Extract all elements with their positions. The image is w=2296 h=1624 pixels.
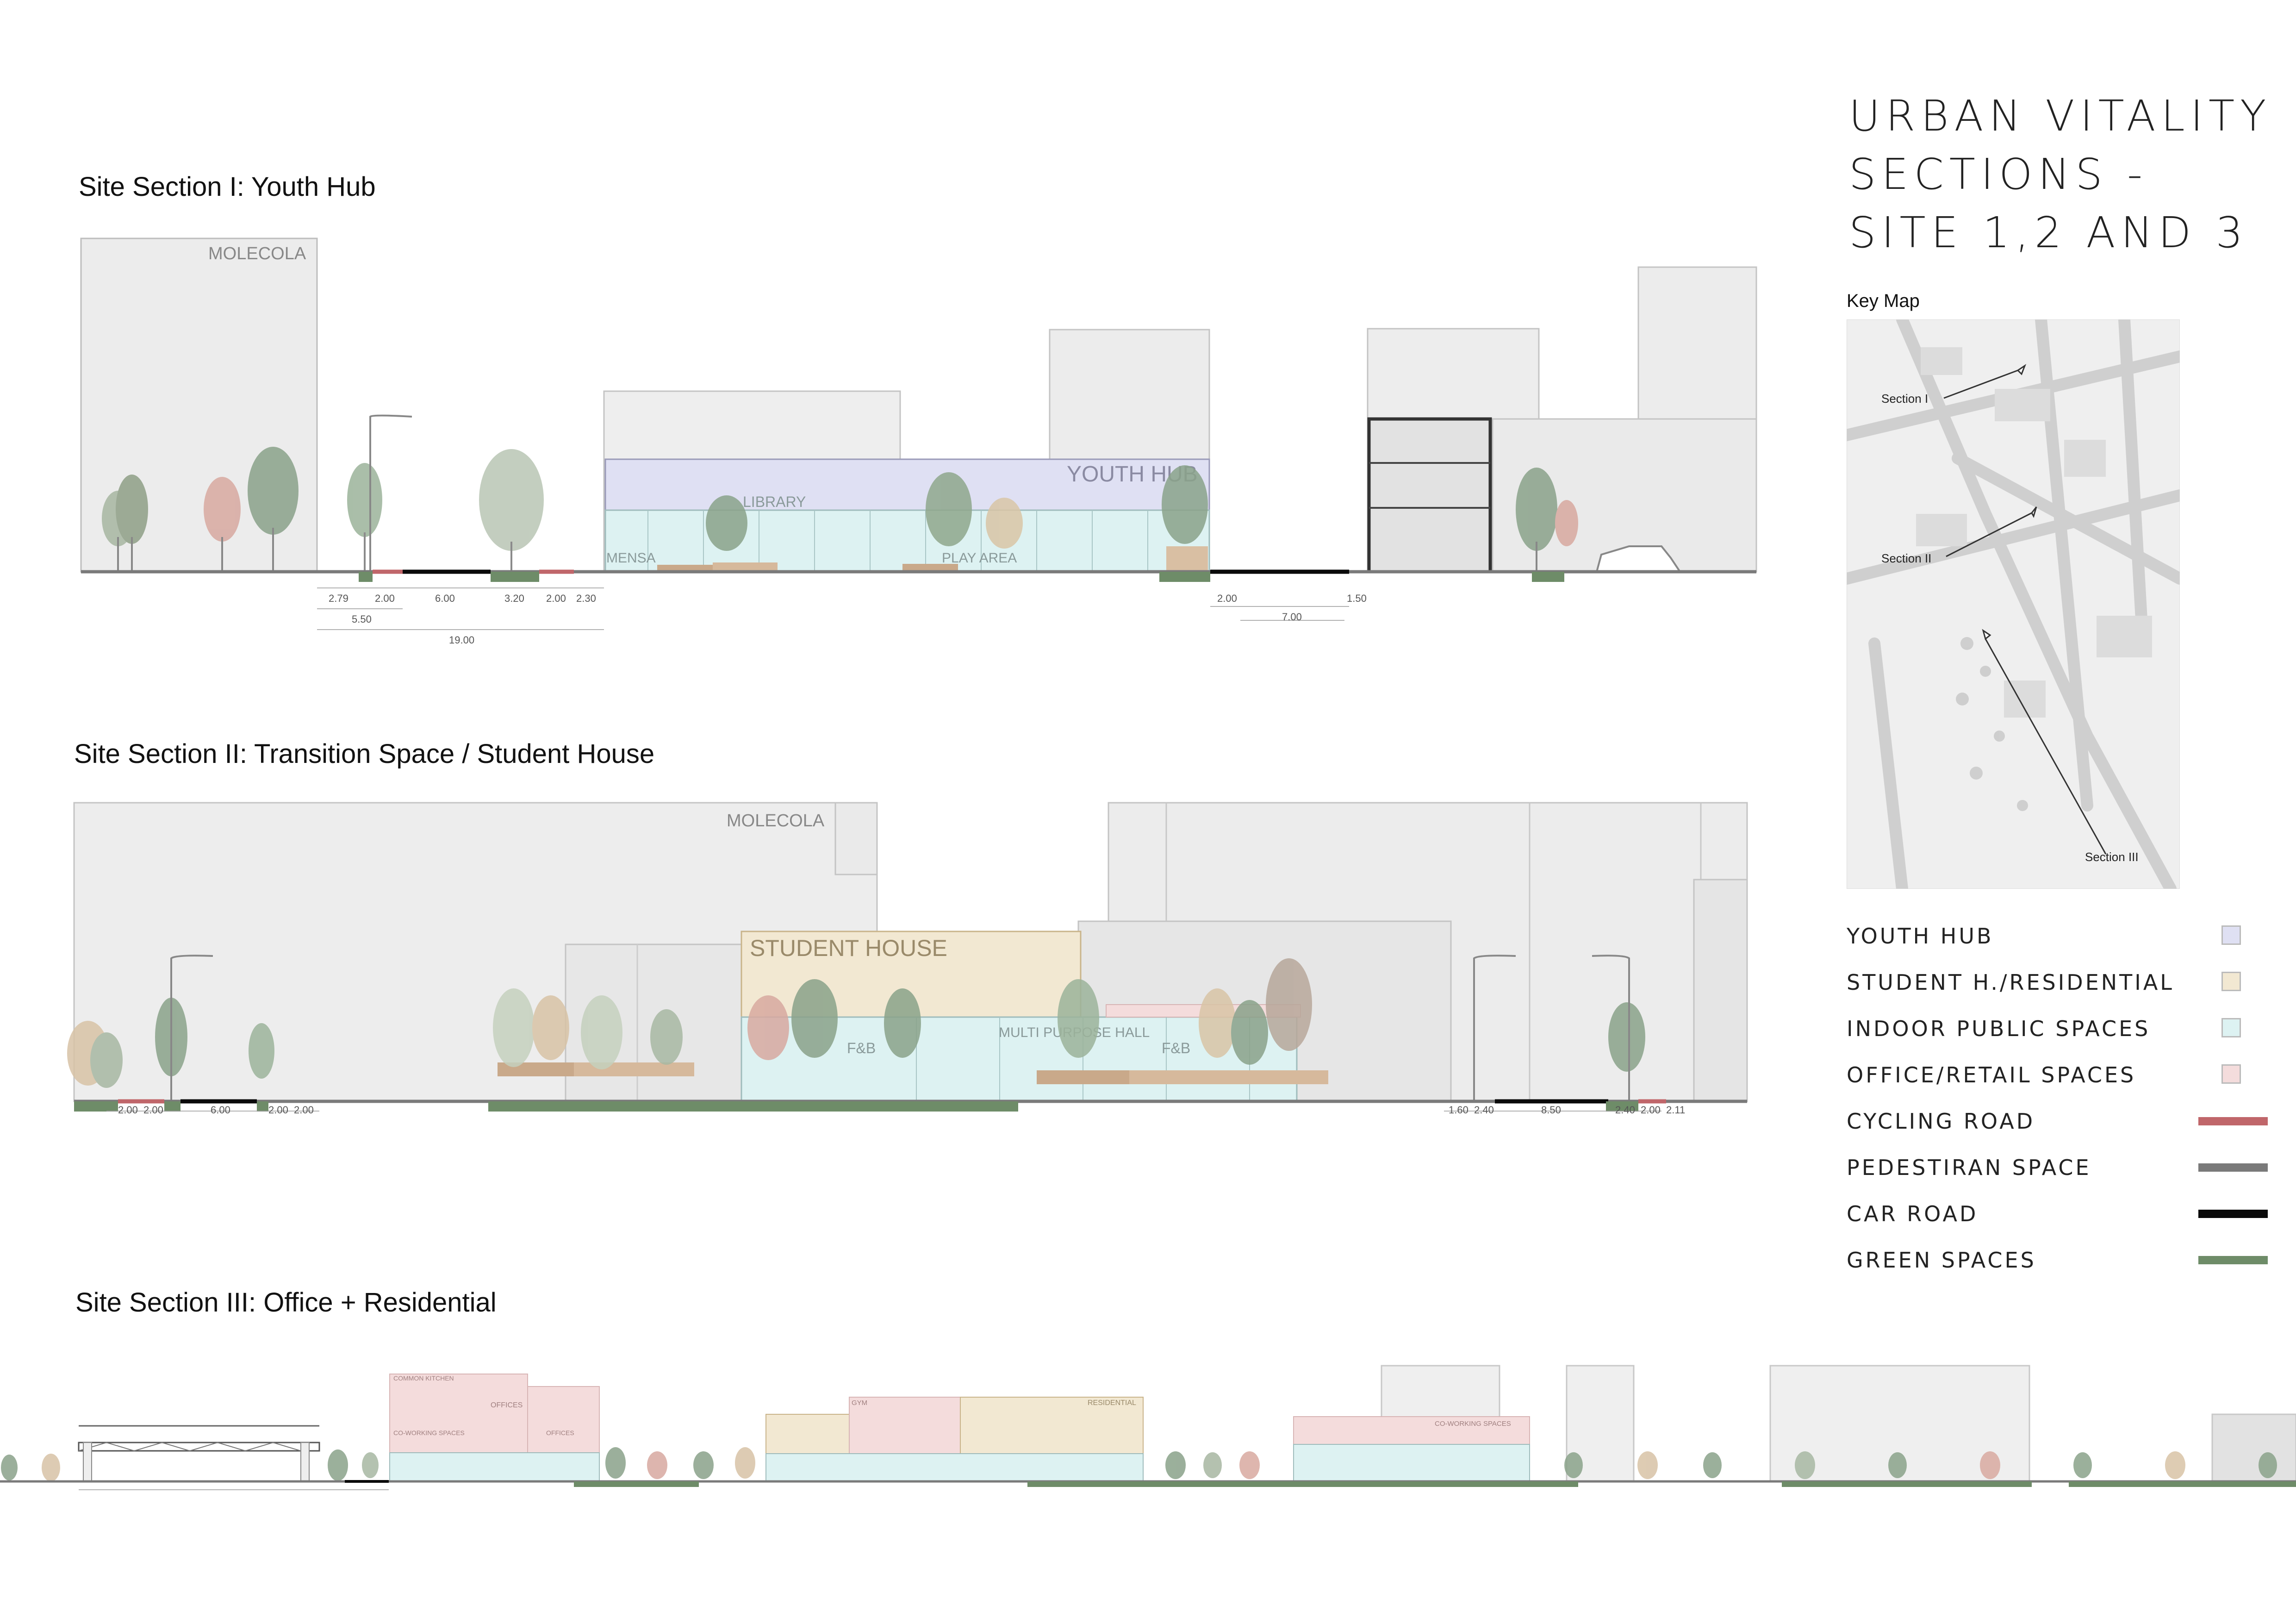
dim-1-1: 2.79 (329, 593, 348, 604)
keymap-title: Key Map (1847, 291, 1920, 311)
dim-2-2: 2.00 (143, 1104, 163, 1116)
dim-2-9: 2.40 (1615, 1104, 1635, 1116)
framed-building (1367, 417, 1492, 574)
keymap-section-3: Section III (2085, 850, 2139, 864)
section-2-drawing: MOLECOLA STUDENT HOUSE F&B MULTI PURPOSE… (67, 802, 1748, 1116)
play-area-label: PLAY AREA (942, 550, 1017, 566)
dim-1-8: 19.00 (449, 634, 474, 646)
legend-item-youth-hub: YOUTH HUB (1847, 924, 2263, 970)
mensa-label: MENSA (606, 550, 656, 566)
legend: YOUTH HUB STUDENT H./RESIDENTIAL INDOOR … (1847, 924, 2268, 1294)
legend-line-cycling-road (2198, 1117, 2268, 1125)
fb-right-label: F&B (1162, 1040, 1190, 1056)
legend-line-pedestrian-space (2198, 1163, 2268, 1172)
legend-item-indoor-public: INDOOR PUBLIC SPACES (1847, 1016, 2263, 1062)
dim-2-7: 2.40 (1474, 1104, 1494, 1116)
offices-bottom-label: OFFICES (546, 1429, 574, 1437)
section-2-title: Site Section II: Transition Space / Stud… (74, 739, 655, 769)
keymap-section-2: Section II (1881, 551, 1931, 565)
youth-hub-upper-volume (604, 458, 1210, 511)
keymap: Section I Section II Section III (1847, 319, 2180, 889)
section-2-molecola-label: MOLECOLA (727, 811, 825, 831)
office-upper (389, 1374, 528, 1453)
dim-1-2: 2.00 (375, 593, 395, 604)
dim-2-10: 2.00 (1641, 1104, 1661, 1116)
co-working-left-label: CO-WORKING SPACES (393, 1429, 465, 1437)
student-house-label: STUDENT HOUSE (750, 935, 947, 961)
dim-2-5: 2.00 (294, 1104, 314, 1116)
dim-2-11: 2.11 (1666, 1104, 1685, 1116)
section-1-drawing: MOLECOLA YOUTH HUB LIBRARY MENSA PLAY AR… (80, 237, 1757, 646)
dim-2-3: 6.00 (211, 1104, 230, 1116)
dim-1-3: 6.00 (435, 593, 455, 604)
gym-volume (849, 1397, 961, 1454)
legend-item-office-retail: OFFICE/RETAIL SPACES (1847, 1062, 2263, 1109)
dim-2-4: 2.00 (268, 1104, 288, 1116)
residential-label: RESIDENTIAL (1088, 1399, 1136, 1407)
main-title: URBAN VITALITY SECTIONS - SITE 1,2 AND 3 (1849, 87, 2271, 262)
main-title-line-2: SECTIONS - (1849, 150, 2148, 199)
keymap-section-1: Section I (1881, 392, 1928, 406)
section-3-title: Site Section III: Office + Residential (75, 1287, 497, 1318)
green-1a (359, 572, 373, 582)
dim-2-6: 1.60 (1449, 1104, 1468, 1116)
dim-2-8: 8.50 (1541, 1104, 1561, 1116)
legend-swatch-office-retail (2221, 1064, 2241, 1084)
library-label: LIBRARY (743, 493, 806, 510)
dim-1-9: 2.00 (1217, 593, 1237, 604)
molecola-label: MOLECOLA (208, 244, 306, 263)
dim-1-10: 1.50 (1347, 593, 1367, 604)
legend-line-car-road (2198, 1210, 2268, 1218)
legend-item-cycling-road: CYCLING ROAD (1847, 1109, 2268, 1155)
dim-1-5: 2.00 (546, 593, 566, 604)
youth-hub-glazing (604, 509, 1210, 573)
legend-item-student-residential: STUDENT H./RESIDENTIAL (1847, 970, 2263, 1016)
main-title-line-1: URBAN VITALITY (1849, 91, 2272, 141)
fb-left-label: F&B (847, 1040, 876, 1056)
co-working-volume (1293, 1416, 1530, 1445)
dim-1-6: 2.30 (576, 593, 596, 604)
co-working-right-label: CO-WORKING SPACES (1435, 1420, 1511, 1428)
green-1c (1159, 572, 1210, 582)
green-1b (491, 572, 539, 582)
offices-top-label: OFFICES (491, 1401, 523, 1409)
section-1-title: Site Section I: Youth Hub (79, 172, 376, 202)
section-3-drawing: COMMON KITCHEN OFFICES CO-WORKING SPACES… (0, 1365, 2296, 1490)
legend-item-car-road: CAR ROAD (1847, 1201, 2268, 1248)
common-kitchen-label: COMMON KITCHEN (393, 1374, 454, 1382)
gym-label: GYM (852, 1399, 867, 1407)
legend-swatch-student-residential (2221, 972, 2241, 991)
legend-swatch-youth-hub (2221, 925, 2241, 945)
legend-swatch-indoor-public (2221, 1018, 2241, 1037)
legend-item-pedestrian-space: PEDESTIRAN SPACE (1847, 1155, 2268, 1201)
office-glazing (389, 1452, 600, 1482)
green-1d (1532, 572, 1564, 582)
legend-line-green-spaces (2198, 1256, 2268, 1264)
dim-2-1: 2.00 (118, 1104, 138, 1116)
main-title-line-3: SITE 1,2 AND 3 (1849, 208, 2249, 257)
legend-item-green-spaces: GREEN SPACES (1847, 1248, 2268, 1294)
dim-1-11: 7.00 (1282, 611, 1302, 623)
dim-1-4: 3.20 (504, 593, 524, 604)
residential-volume (960, 1397, 1144, 1454)
dim-1-7: 5.50 (352, 613, 372, 625)
trees (102, 447, 1578, 572)
